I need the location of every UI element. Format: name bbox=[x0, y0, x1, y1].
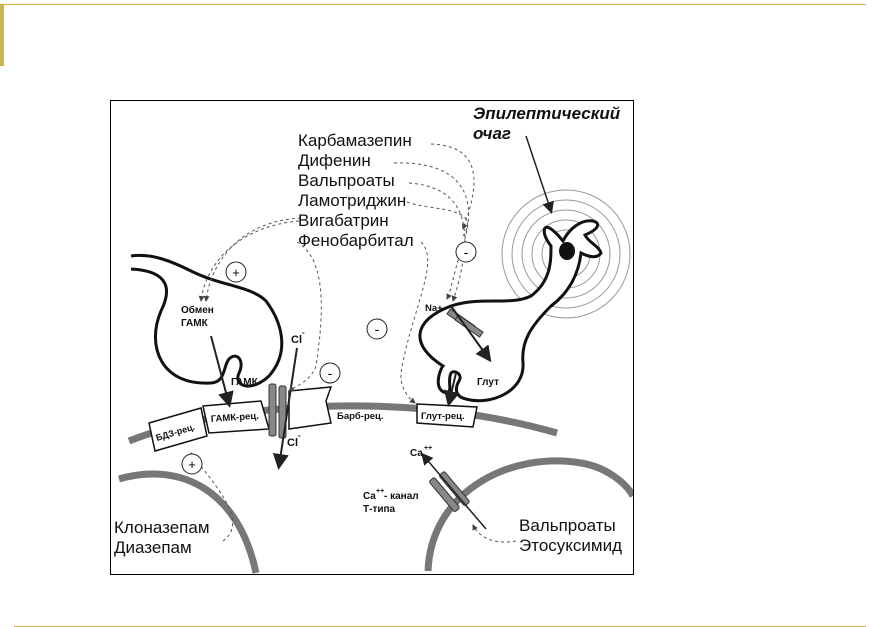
label-barb-receptor: Барб-рец. bbox=[337, 411, 384, 422]
minus-sign-barb: - bbox=[319, 362, 341, 384]
svg-text:++: ++ bbox=[424, 445, 432, 452]
barb-receptor-box bbox=[288, 386, 333, 430]
neuron-nucleus bbox=[559, 242, 575, 260]
gaba-release-arrow bbox=[210, 335, 234, 408]
drug-phenobarbital: Фенобарбитал bbox=[298, 231, 414, 250]
svg-text:-: - bbox=[464, 244, 469, 260]
drug-lamotrigine: Ламотриджин bbox=[298, 191, 406, 210]
left-frame-accent bbox=[0, 4, 4, 66]
calcium-arrow bbox=[421, 452, 487, 530]
label-gaba: ГАМК bbox=[231, 377, 259, 388]
svg-text:-: - bbox=[302, 328, 305, 337]
sodium-arrow bbox=[450, 305, 492, 363]
svg-text:Cl: Cl bbox=[291, 334, 302, 346]
label-calcium: Ca ++ bbox=[410, 445, 432, 459]
gaba-presynaptic-terminal bbox=[130, 253, 284, 388]
drug-clonazepam: Клоназепам bbox=[114, 518, 210, 537]
label-chloride-top: Cl - bbox=[291, 328, 305, 346]
label-calcium-channel: Ca ++ - канал Т-типа bbox=[363, 488, 419, 515]
drug-valproate: Вальпроаты bbox=[298, 171, 395, 190]
svg-text:+: + bbox=[188, 457, 196, 472]
diagram-canvas: + - - - + Эпилептический очаг Карбамазеп… bbox=[114, 104, 637, 574]
plus-sign-bdz: + bbox=[181, 453, 203, 475]
focus-title-line2: очаг bbox=[473, 124, 511, 143]
lower-left-cell-membrane bbox=[118, 470, 260, 574]
glutamatergic-neuron bbox=[418, 219, 603, 403]
plus-sign-gaba-exchange: + bbox=[225, 261, 247, 283]
minus-sign-sodium: - bbox=[455, 241, 477, 263]
drug-ethosuximide: Этосуксимид bbox=[519, 536, 622, 555]
label-sodium: Na+ bbox=[425, 303, 443, 314]
label-gaba-receptor: ГАМК-рец. bbox=[210, 411, 259, 425]
lower-right-cell-membrane bbox=[424, 457, 637, 572]
glut-release-arrow bbox=[443, 372, 460, 407]
svg-text:+: + bbox=[232, 265, 240, 280]
label-glut: Глут bbox=[477, 377, 499, 388]
top-frame-rule bbox=[0, 0, 866, 5]
label-gaba-exchange-1: Обмен bbox=[181, 304, 214, 316]
svg-text:Cl: Cl bbox=[287, 437, 298, 449]
drug-carbamazepine: Карбамазепин bbox=[298, 131, 412, 150]
focus-title-line1: Эпилептический bbox=[473, 104, 621, 123]
svg-text:Т-типа: Т-типа bbox=[363, 504, 396, 515]
drug-vigabatrin: Вигабатрин bbox=[298, 211, 389, 230]
minus-sign-glut: - bbox=[366, 318, 388, 340]
svg-text:Ca: Ca bbox=[363, 491, 376, 502]
label-glut-receptor: Глут-рец. bbox=[421, 411, 465, 422]
svg-text:-: - bbox=[328, 365, 333, 381]
svg-text:++: ++ bbox=[376, 488, 384, 495]
calcium-channel bbox=[429, 471, 470, 512]
svg-text:-: - bbox=[298, 431, 301, 440]
chloride-arrow bbox=[272, 347, 298, 470]
svg-text:-: - bbox=[375, 321, 380, 337]
drug-valproate-ca: Вальпроаты bbox=[519, 516, 616, 535]
drug-diazepam: Диазепам bbox=[114, 538, 192, 557]
focus-pointer-arrow bbox=[525, 135, 554, 214]
drug-phenytoin: Дифенин bbox=[298, 151, 371, 170]
antiepileptic-mechanism-diagram: + - - - + Эпилептический очаг Карбамазеп… bbox=[110, 100, 637, 575]
label-chloride-bottom: Cl - bbox=[287, 431, 301, 449]
bdz-receptor-box bbox=[148, 407, 208, 452]
svg-text:- канал: - канал bbox=[384, 491, 419, 502]
svg-text:Ca: Ca bbox=[410, 448, 423, 459]
label-gaba-exchange-2: ГАМК bbox=[181, 318, 209, 329]
